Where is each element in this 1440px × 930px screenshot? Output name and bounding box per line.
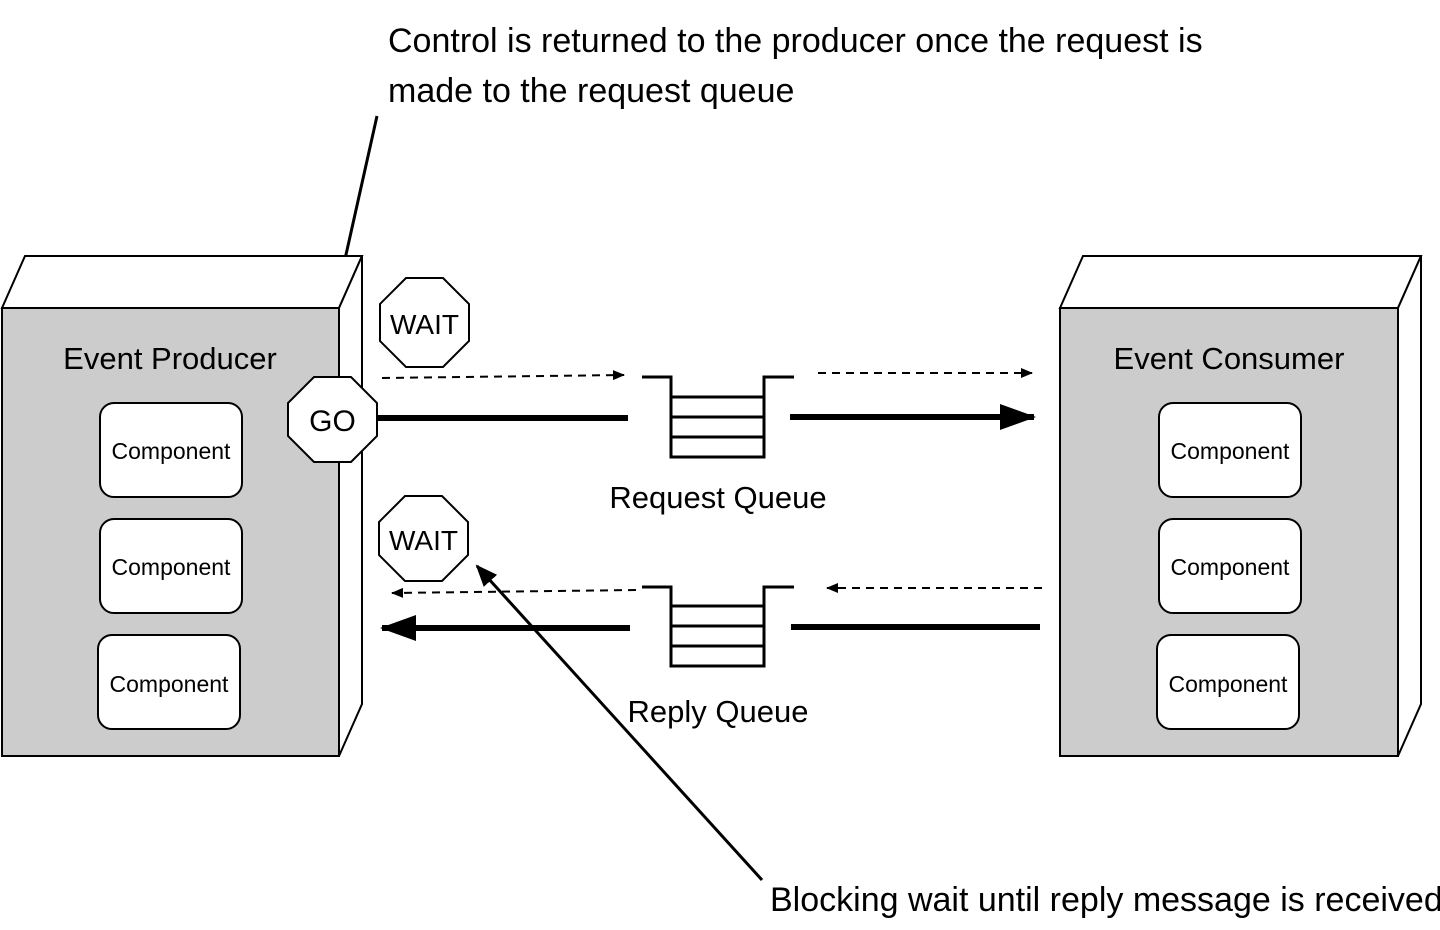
producer-component-3-label: Component — [110, 671, 230, 697]
reply-queue-icon — [642, 585, 794, 668]
consumer-component-1-label: Component — [1171, 438, 1291, 464]
go-sign-label: GO — [309, 405, 356, 438]
producer-title: Event Producer — [63, 341, 277, 376]
wait-sign-top-label: WAIT — [390, 309, 459, 340]
wait-sign-bottom: WAIT — [378, 495, 469, 582]
consumer-title: Event Consumer — [1114, 341, 1345, 376]
request-queue-icon — [642, 375, 794, 459]
producer-box-top-face — [0, 255, 364, 309]
go-sign-octagon — [287, 376, 378, 463]
wait-sign-top: WAIT — [379, 277, 470, 368]
annotation-top-line1: Control is returned to the producer once… — [388, 22, 1203, 60]
consumer-component-2 — [1158, 518, 1302, 614]
consumer-component-3 — [1156, 634, 1300, 730]
wait-sign-top-octagon — [379, 277, 470, 368]
consumer-component-3-label: Component — [1169, 671, 1289, 697]
producer-component-1 — [99, 402, 243, 498]
producer-component-2-label: Component — [112, 554, 232, 580]
annotation-bottom-pointer — [475, 564, 764, 882]
reply-queue-label: Reply Queue — [628, 694, 809, 729]
reply-dashed-arrow-left — [391, 587, 637, 598]
annotation-top-line2: made to the request queue — [388, 72, 794, 110]
request-dashed-arrow-left — [381, 370, 625, 381]
event-producer-box: Event Producer Component Component Compo… — [0, 255, 364, 757]
producer-component-3 — [97, 634, 241, 730]
consumer-box-side-face — [1397, 255, 1422, 757]
producer-component-2 — [99, 518, 243, 614]
wait-sign-bottom-label: WAIT — [389, 525, 458, 556]
annotation-bottom: Blocking wait until reply message is rec… — [770, 881, 1440, 919]
request-queue-label: Request Queue — [609, 480, 826, 515]
producer-component-1-label: Component — [112, 438, 232, 464]
producer-box-side-face — [338, 255, 363, 757]
request-queue-outline — [642, 375, 794, 459]
go-sign: GO — [287, 376, 378, 463]
wait-sign-bottom-octagon — [378, 495, 469, 582]
consumer-component-2-label: Component — [1171, 554, 1291, 580]
consumer-box-top-face — [1058, 255, 1423, 309]
reply-queue-outline — [642, 585, 794, 668]
consumer-component-1 — [1158, 402, 1302, 498]
event-consumer-box: Event Consumer Component Component Compo… — [1058, 255, 1423, 757]
